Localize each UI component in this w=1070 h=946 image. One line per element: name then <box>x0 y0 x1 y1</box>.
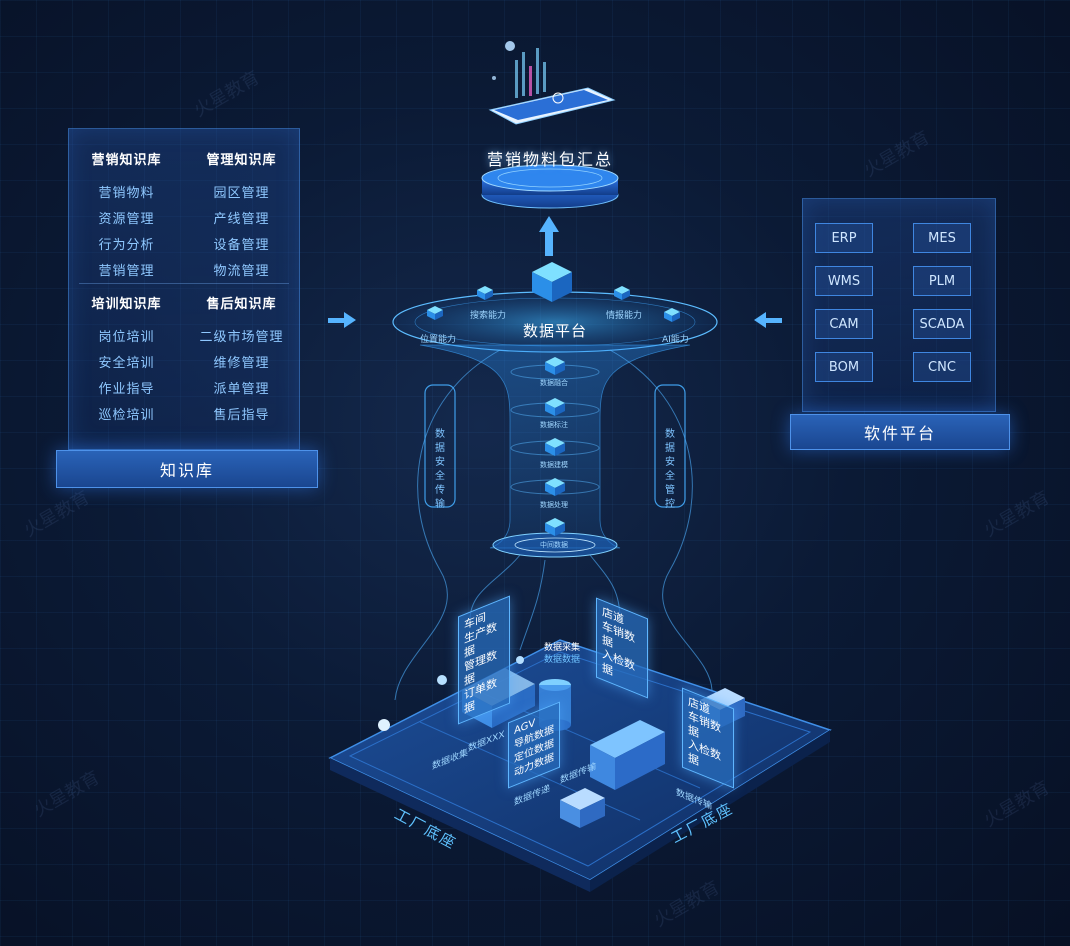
data-platform-title: 数据平台 <box>522 322 587 340</box>
capability-label: 搜索能力 <box>470 311 507 321</box>
label-layer-icon <box>543 396 567 422</box>
kb-item[interactable]: 作业指导 <box>98 382 155 397</box>
layer-label: 数据处理 <box>540 501 568 509</box>
layer-label: 中间数据 <box>540 541 568 549</box>
kb-item[interactable]: 巡检培训 <box>98 408 155 423</box>
kb-item[interactable]: 营销管理 <box>98 264 155 279</box>
kb-item[interactable]: 岗位培训 <box>98 330 155 345</box>
left-security-label: 数据安全传输 <box>435 429 445 510</box>
collect-sub-label: 数据数据 <box>544 655 581 665</box>
system-mes[interactable]: MES <box>913 223 971 253</box>
right-security-label: 数据安全管控 <box>665 429 675 510</box>
kb-item[interactable]: 设备管理 <box>213 238 270 253</box>
kb-item[interactable]: 园区管理 <box>213 186 270 201</box>
kb-group-management: 管理知识库 园区管理 产线管理 设备管理 物流管理 <box>184 149 299 279</box>
kb-divider <box>79 283 289 284</box>
system-erp[interactable]: ERP <box>815 223 873 253</box>
kb-item[interactable]: 售后指导 <box>213 408 270 423</box>
kb-item[interactable]: 安全培训 <box>98 356 155 371</box>
ai-capability-icon <box>662 306 682 328</box>
kb-item[interactable]: 派单管理 <box>213 382 270 397</box>
layer-label: 数据标注 <box>540 421 568 429</box>
kb-item[interactable]: 行为分析 <box>98 238 155 253</box>
kb-group-marketing: 营销知识库 营销物料 资源管理 行为分析 营销管理 <box>69 149 184 279</box>
layer-label: 数据融合 <box>540 379 568 387</box>
location-capability-icon <box>425 304 445 326</box>
top-summary-title: 营销物料包汇总 <box>486 150 613 169</box>
system-plm[interactable]: PLM <box>913 266 971 296</box>
kb-item[interactable]: 维修管理 <box>213 356 270 371</box>
kb-group-title: 培训知识库 <box>91 297 162 312</box>
workshop-sign: 车间 生产数据 管理数据 订单数据 <box>458 595 510 725</box>
data-platform-cube-icon <box>528 258 576 306</box>
system-cam[interactable]: CAM <box>815 309 873 339</box>
kb-item[interactable]: 二级市场管理 <box>199 330 284 345</box>
system-cnc[interactable]: CNC <box>913 352 971 382</box>
kb-group-aftersales: 售后知识库 二级市场管理 维修管理 派单管理 售后指导 <box>184 293 299 423</box>
kb-item[interactable]: 资源管理 <box>98 212 155 227</box>
kb-item[interactable]: 物流管理 <box>213 264 270 279</box>
middle-data-icon <box>543 516 567 542</box>
intel-capability-icon <box>612 284 632 306</box>
capability-label: 位置能力 <box>420 335 457 345</box>
system-scada[interactable]: SCADA <box>913 309 971 339</box>
fusion-layer-icon <box>543 355 567 381</box>
knowledge-base-title: 知识库 <box>56 450 318 488</box>
kb-item[interactable]: 产线管理 <box>213 212 270 227</box>
capability-label: 情报能力 <box>606 311 643 321</box>
software-platform-panel: ERP MES WMS PLM CAM SCADA BOM CNC <box>802 198 996 412</box>
layer-label: 数据建模 <box>540 461 568 469</box>
kb-item[interactable]: 营销物料 <box>98 186 155 201</box>
model-layer-icon <box>543 436 567 462</box>
search-capability-icon <box>475 284 495 306</box>
kb-group-title: 管理知识库 <box>206 153 277 168</box>
system-bom[interactable]: BOM <box>815 352 873 382</box>
process-layer-icon <box>543 476 567 502</box>
system-wms[interactable]: WMS <box>815 266 873 296</box>
kb-group-training: 培训知识库 岗位培训 安全培训 作业指导 巡检培训 <box>69 293 184 423</box>
collect-label: 数据采集 <box>544 643 581 653</box>
kb-group-title: 售后知识库 <box>206 297 277 312</box>
software-platform-title: 软件平台 <box>790 414 1010 450</box>
knowledge-base-panel: 营销知识库 营销物料 资源管理 行为分析 营销管理 管理知识库 园区管理 产线管… <box>68 128 300 450</box>
kb-group-title: 营销知识库 <box>91 153 162 168</box>
capability-label: AI能力 <box>662 335 689 345</box>
